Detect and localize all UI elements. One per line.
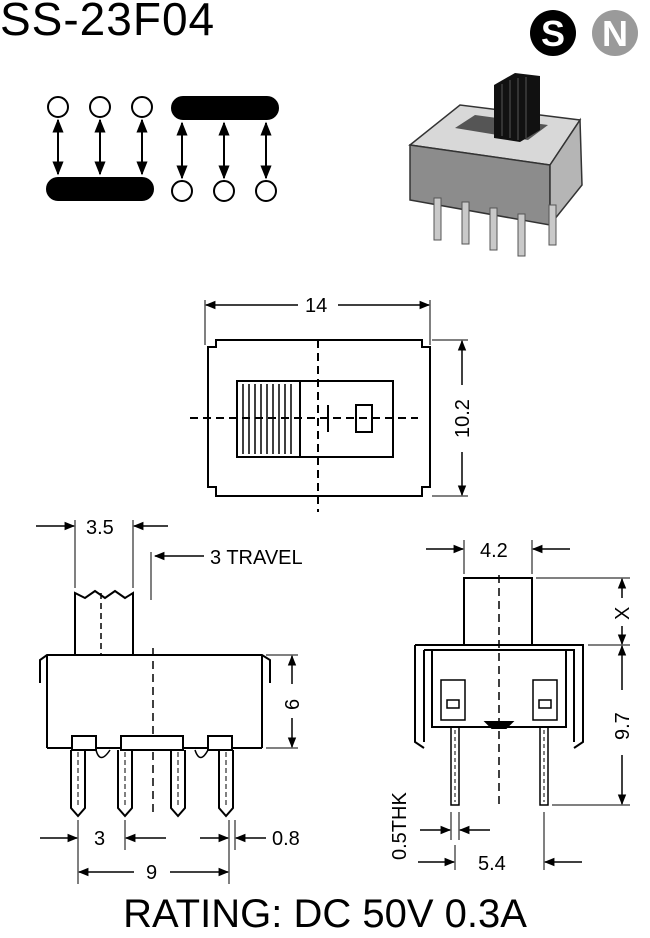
dim-travel: 3 TRAVEL (210, 547, 303, 569)
dim-side-x: X (612, 607, 634, 620)
part-number-title: SS-23F04 (0, 0, 216, 45)
logo-n-badge (592, 10, 638, 56)
terminal-circle (213, 180, 235, 202)
rating-caption: RATING: DC 50V 0.3A (123, 892, 527, 936)
terminal-circle (255, 180, 277, 202)
dim-actuator-width: 3.5 (86, 517, 114, 539)
top-view-drawing (190, 300, 468, 512)
logo-s-badge (530, 10, 576, 56)
dim-body-height: 6 (282, 699, 304, 710)
dim-top-width: 14 (305, 295, 327, 317)
terminal-circle (171, 180, 193, 202)
contact-bar (171, 96, 279, 120)
dim-pin-width: 0.8 (272, 828, 300, 850)
contact-bar (46, 177, 154, 201)
manufacturer-logo: S N (530, 10, 638, 56)
terminal-circle (131, 96, 153, 118)
dim-side-height: 9.7 (612, 712, 634, 740)
dim-pin-pitch: 3 (94, 828, 105, 850)
terminal-circle (47, 96, 69, 118)
logo-n-letter: N (602, 13, 628, 54)
dim-thickness: 0.5THK (389, 792, 411, 860)
terminal-circle (89, 96, 111, 118)
dim-top-height: 10.2 (452, 399, 474, 438)
front-view-drawing (36, 520, 298, 884)
dim-side-actuator-width: 4.2 (480, 540, 508, 562)
circuit-schematic (46, 96, 279, 202)
switch-3d-illustration (408, 73, 583, 257)
logo-s-letter: S (541, 13, 565, 54)
dim-pin-span: 9 (146, 862, 157, 884)
dim-side-pin-span: 5.4 (478, 853, 506, 875)
side-view-drawing (414, 540, 630, 870)
